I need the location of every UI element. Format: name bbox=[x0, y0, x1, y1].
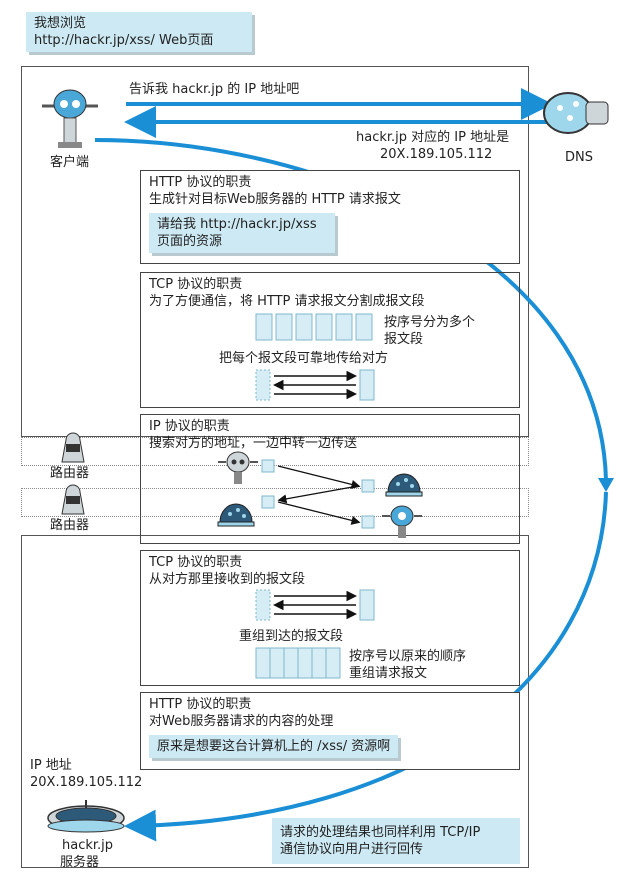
tcp-recv-title: TCP 协议的职责 bbox=[149, 555, 243, 570]
tcp-reassemble-note-line1: 按序号以原来的顺序 bbox=[349, 649, 467, 664]
tcp-split-note-line1: 按序号分为多个 bbox=[384, 315, 476, 330]
server-ip-label: IP 地址 bbox=[30, 758, 72, 773]
ip-receiver-robot-icon bbox=[382, 504, 422, 538]
tcp-send-left-segment bbox=[255, 369, 271, 401]
ip-title: IP 协议的职责 bbox=[149, 419, 230, 434]
dns-server-icon bbox=[540, 90, 612, 136]
ip-box: IP 协议的职责 搜索对方的地址，一边中转一边传送 bbox=[140, 414, 520, 544]
tcp-send-desc: 为了方便通信，将 HTTP 请求报文分割成报文段 bbox=[149, 294, 425, 309]
tcp-reassemble-title: 重组到达的报文段 bbox=[239, 629, 344, 644]
tcp-recv-left-segment bbox=[255, 589, 271, 621]
router-1-label: 路由器 bbox=[50, 466, 90, 481]
http-recv-desc: 对Web服务器请求的内容的处理 bbox=[149, 714, 334, 729]
ip-router-dome-left-icon bbox=[216, 496, 256, 528]
return-note-line1: 请求的处理结果也同样利用 TCP/IP bbox=[280, 825, 481, 840]
tcp-recv-right-segment bbox=[359, 589, 375, 621]
http-recv-title: HTTP 协议的职责 bbox=[149, 697, 252, 712]
http-request-line1: 请给我 http://hackr.jp/xss bbox=[157, 217, 317, 232]
client-bubble-line1: 我想浏览 bbox=[34, 16, 87, 31]
client-speech-bubble: 我想浏览 http://hackr.jp/xss/ Web页面 bbox=[26, 12, 252, 52]
server-machine-icon bbox=[44, 796, 128, 836]
router-1-icon bbox=[56, 432, 90, 464]
tcp-recv-box: TCP 协议的职责 从对方那里接收到的报文段 重组到达的报文段 按序号以原来的顺… bbox=[140, 550, 520, 686]
dns-label: DNS bbox=[565, 150, 593, 165]
http-recv-result-text: 原来是想要这台计算机上的 /xss/ 资源啊 bbox=[157, 739, 391, 754]
server-label-line2: 服务器 bbox=[60, 855, 100, 870]
tcp-recv-desc: 从对方那里接收到的报文段 bbox=[149, 572, 306, 587]
server-ip-value: 20X.189.105.112 bbox=[30, 775, 143, 790]
http-request-line2: 页面的资源 bbox=[157, 234, 223, 249]
ip-router-dome-right-icon bbox=[384, 466, 424, 498]
ip-sender-robot-icon bbox=[218, 450, 258, 484]
http-send-title: HTTP 协议的职责 bbox=[149, 175, 252, 190]
router-2-icon bbox=[56, 484, 90, 516]
http-send-box: HTTP 协议的职责 生成针对目标Web服务器的 HTTP 请求报文 请给我 h… bbox=[140, 170, 520, 264]
server-label-line1: hackr.jp bbox=[62, 838, 114, 853]
http-send-desc: 生成针对目标Web服务器的 HTTP 请求报文 bbox=[149, 192, 401, 207]
ip-desc: 搜索对方的地址，一边中转一边传送 bbox=[149, 436, 358, 451]
tcp-send-title: TCP 协议的职责 bbox=[149, 277, 243, 292]
client-frame bbox=[21, 66, 529, 437]
tcp-reassemble-note-line2: 重组请求报文 bbox=[349, 666, 428, 681]
router-lane-2 bbox=[21, 488, 529, 517]
router-lane-1 bbox=[21, 437, 529, 466]
tcp-send-segments bbox=[255, 313, 373, 341]
dns-query-text: 告诉我 hackr.jp 的 IP 地址吧 bbox=[129, 82, 300, 97]
tcp-send-box: TCP 协议的职责 为了方便通信，将 HTTP 请求报文分割成报文段 按序号分为… bbox=[140, 272, 520, 408]
return-note-line2: 通信协议向用户进行回传 bbox=[280, 842, 424, 857]
request-flow-arc-arrowhead bbox=[598, 478, 614, 492]
http-recv-result: 原来是想要这台计算机上的 /xss/ 资源啊 bbox=[149, 735, 399, 758]
http-request-message: 请给我 http://hackr.jp/xss 页面的资源 bbox=[149, 213, 335, 253]
dns-answer-line1: hackr.jp 对应的 IP 地址是 bbox=[356, 130, 510, 145]
return-note: 请求的处理结果也同样利用 TCP/IP 通信协议向用户进行回传 bbox=[272, 818, 520, 864]
client-label: 客户端 bbox=[50, 155, 90, 170]
dns-answer-line2: 20X.189.105.112 bbox=[380, 147, 493, 162]
tcp-send-right-segment bbox=[359, 369, 375, 401]
router-2-label: 路由器 bbox=[50, 518, 90, 533]
tcp-split-note-line2: 报文段 bbox=[384, 332, 424, 347]
client-robot-icon bbox=[42, 80, 98, 150]
client-bubble-line2: http://hackr.jp/xss/ Web页面 bbox=[34, 33, 214, 48]
server-frame bbox=[21, 535, 529, 868]
tcp-reliable-note: 把每个报文段可靠地传给对方 bbox=[219, 351, 389, 366]
http-recv-box: HTTP 协议的职责 对Web服务器请求的内容的处理 原来是想要这台计算机上的 … bbox=[140, 692, 520, 770]
tcp-recv-reassembled bbox=[255, 647, 341, 679]
